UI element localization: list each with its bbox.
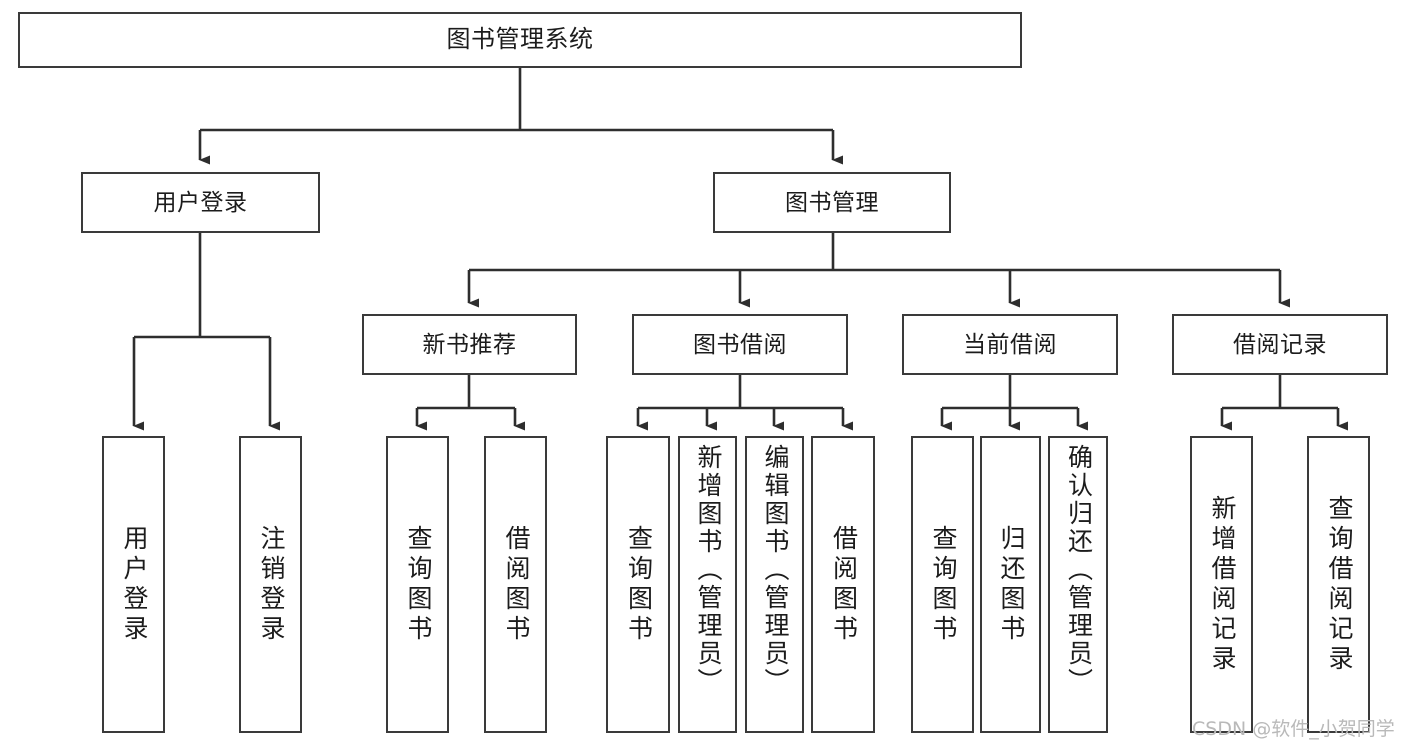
csdn-watermark: CSDN @软件_小贺同学: [1192, 718, 1395, 740]
node-label: 图书管理: [785, 188, 879, 215]
node-label: 确认归还（管理员）: [1064, 444, 1093, 696]
node-label: 用户登录: [120, 524, 148, 645]
node-book-borrow[interactable]: 图书借阅: [632, 314, 848, 375]
leaf-logout[interactable]: 注销登录: [239, 436, 302, 733]
leaf-add-borrow-record[interactable]: 新增借阅记录: [1190, 436, 1253, 733]
node-book-manage[interactable]: 图书管理: [713, 172, 951, 233]
node-label: 借阅记录: [1233, 330, 1327, 357]
node-new-book-recommend[interactable]: 新书推荐: [362, 314, 577, 375]
node-label: 新增借阅记录: [1208, 494, 1236, 675]
node-label: 借阅图书: [502, 524, 530, 645]
leaf-query-borrow-record[interactable]: 查询借阅记录: [1307, 436, 1370, 733]
node-label: 编辑图书（管理员）: [761, 444, 789, 696]
node-user-login[interactable]: 用户登录: [81, 172, 320, 233]
node-label: 借阅图书: [829, 524, 858, 645]
node-label: 查询借阅记录: [1325, 494, 1353, 675]
leaf-borrow-book-recommend[interactable]: 借阅图书: [484, 436, 547, 733]
node-root-system[interactable]: 图书管理系统: [18, 12, 1022, 68]
node-label: 图书借阅: [693, 330, 787, 357]
node-label: 新增图书（管理员）: [694, 444, 722, 696]
leaf-return-book[interactable]: 归还图书: [980, 436, 1041, 733]
node-label: 归还图书: [997, 524, 1025, 645]
leaf-confirm-return-admin[interactable]: 确认归还（管理员）: [1048, 436, 1108, 733]
node-label: 图书管理系统: [446, 25, 594, 53]
node-label: 查询图书: [929, 524, 957, 645]
node-label: 注销登录: [257, 524, 285, 645]
node-label: 查询图书: [404, 524, 432, 645]
leaf-add-book-admin[interactable]: 新增图书（管理员）: [678, 436, 737, 733]
leaf-user-login[interactable]: 用户登录: [102, 436, 165, 733]
leaf-borrow-book-borrow[interactable]: 借阅图书: [811, 436, 875, 733]
node-label: 新书推荐: [422, 330, 517, 357]
leaf-query-book-current[interactable]: 查询图书: [911, 436, 974, 733]
leaf-query-book-recommend[interactable]: 查询图书: [386, 436, 449, 733]
node-borrow-record[interactable]: 借阅记录: [1172, 314, 1388, 375]
leaf-edit-book-admin[interactable]: 编辑图书（管理员）: [745, 436, 804, 733]
node-label: 查询图书: [624, 524, 653, 645]
leaf-query-book-borrow[interactable]: 查询图书: [606, 436, 670, 733]
node-label: 用户登录: [153, 188, 248, 215]
node-label: 当前借阅: [963, 330, 1057, 357]
node-current-borrow[interactable]: 当前借阅: [902, 314, 1118, 375]
